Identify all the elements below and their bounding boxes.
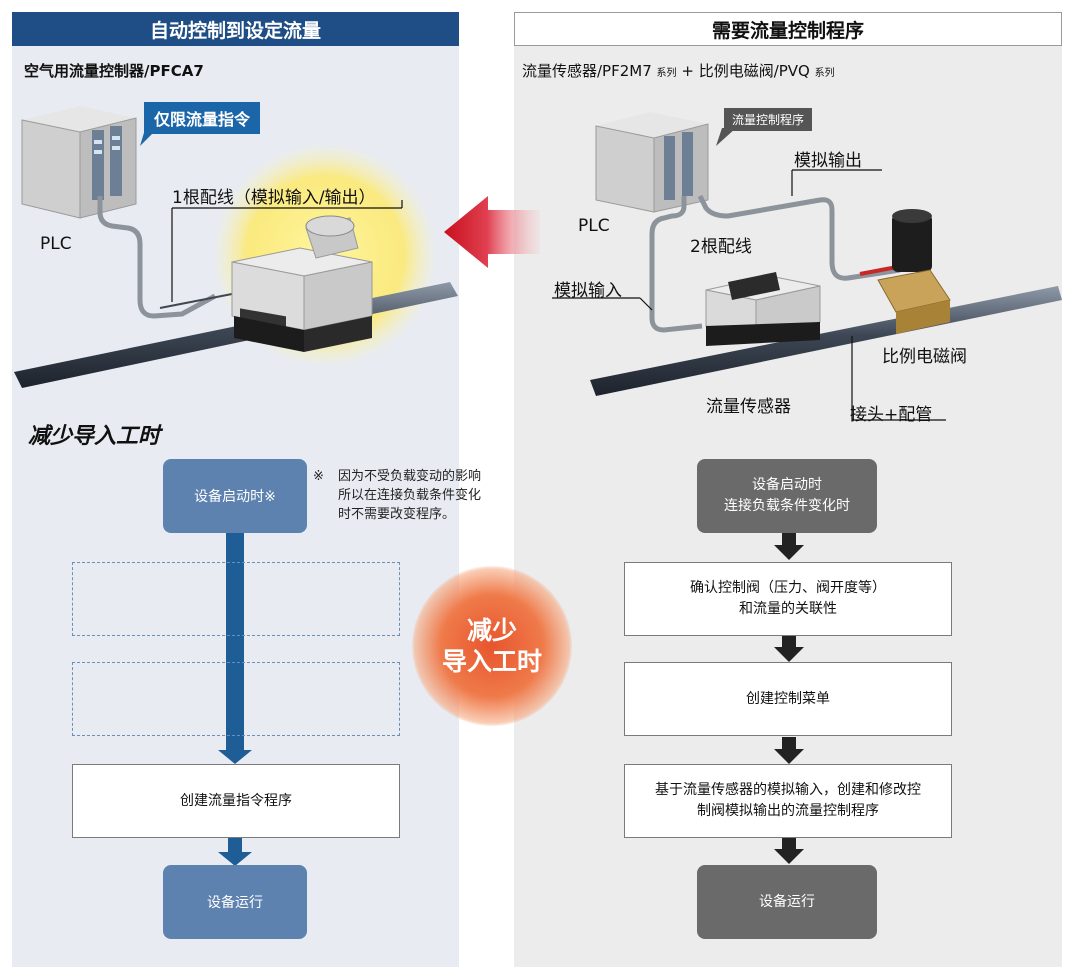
left-plc-illustration: [21, 106, 137, 219]
right-subtitle-plus: +: [681, 62, 694, 80]
valve-label: 比例电磁阀: [882, 347, 967, 367]
left-flow-arrows: [218, 530, 252, 866]
right-flow-start-line-1: 设备启动时: [752, 477, 822, 493]
left-subtitle: 空气用流量控制器/PFCA7: [24, 62, 204, 80]
footnote-line-1: 因为不受负载变动的影响: [338, 469, 482, 484]
flow-controller-illustration: [231, 215, 373, 352]
right-flow-start: 设备启动时 连接负载条件变化时: [697, 459, 877, 533]
right-subtitle-sensor: 流量传感器/PF2M7: [522, 62, 652, 80]
right-subtitle-series1: 系列: [656, 68, 677, 79]
footnote-line-2: 所以在连接负载条件变化: [338, 488, 482, 503]
badge-line-2: 导入工时: [441, 647, 542, 676]
right-flow-step-3-line-1: 基于流量传感器的模拟输入，创建和修改控: [655, 782, 921, 798]
badge-line-1: 减少: [466, 616, 517, 645]
right-flow-step-1: 确认控制阀（压力、阀开度等） 和流量的关联性: [624, 562, 952, 636]
footnote-line-3: 时不需要改变程序。: [338, 507, 456, 522]
right-flow-step-3-line-2: 制阀模拟输出的流量控制程序: [697, 803, 879, 819]
right-subtitle-series2: 系列: [814, 68, 835, 79]
left-flow-start: 设备启动时※: [163, 459, 307, 533]
left-flow-end: 设备运行: [163, 865, 307, 939]
section-title: 减少导入工时: [28, 424, 161, 449]
right-flow-step-3: 基于流量传感器的模拟输入，创建和修改控 制阀模拟输出的流量控制程序: [624, 764, 952, 838]
right-flow-step-2: 创建控制菜单: [624, 662, 952, 736]
right-plc-illustration: [595, 112, 709, 213]
right-flow-start-line-2: 连接负载条件变化时: [724, 498, 850, 514]
reduce-time-badge: 减少 导入工时: [412, 566, 572, 726]
flow-sensor-illustration: [705, 272, 821, 346]
right-wiring-label: 2根配线: [690, 237, 752, 257]
analog-input-label: 模拟输入: [554, 281, 622, 301]
right-flow-step-1-line-2: 和流量的关联性: [739, 601, 837, 617]
fitting-label: 接头+配管: [850, 405, 933, 425]
left-flow-step: 创建流量指令程序: [72, 764, 400, 838]
footnote: 因为不受负载变动的影响 所以在连接负载条件变化 时不需要改变程序。: [338, 467, 481, 524]
left-wiring-label: 1根配线（模拟输入/输出）: [172, 188, 376, 208]
right-program-tag: 流量控制程序: [724, 108, 813, 131]
analog-output-label: 模拟输出: [794, 151, 862, 171]
sensor-label: 流量传感器: [706, 397, 791, 417]
right-plc-label: PLC: [578, 216, 610, 236]
comparison-arrow: [444, 196, 540, 268]
right-subtitle: 流量传感器/PF2M7 系列 + 比例电磁阀/PVQ 系列: [522, 60, 835, 81]
left-command-tag: 仅限流量指令: [144, 102, 261, 134]
right-subtitle-valve: 比例电磁阀/PVQ: [698, 62, 810, 80]
note-mark: ※: [313, 469, 324, 484]
left-skipped-step-2: [72, 662, 400, 736]
right-flow-step-1-line-1: 确认控制阀（压力、阀开度等）: [690, 580, 886, 596]
left-header: 自动控制到设定流量: [12, 12, 459, 46]
right-header: 需要流量控制程序: [514, 12, 1062, 46]
left-plc-label: PLC: [40, 234, 72, 254]
valve-illustration: [877, 209, 951, 334]
left-skipped-step-1: [72, 562, 400, 636]
system-illustration: [14, 106, 1062, 421]
right-flow-end: 设备运行: [697, 865, 877, 939]
